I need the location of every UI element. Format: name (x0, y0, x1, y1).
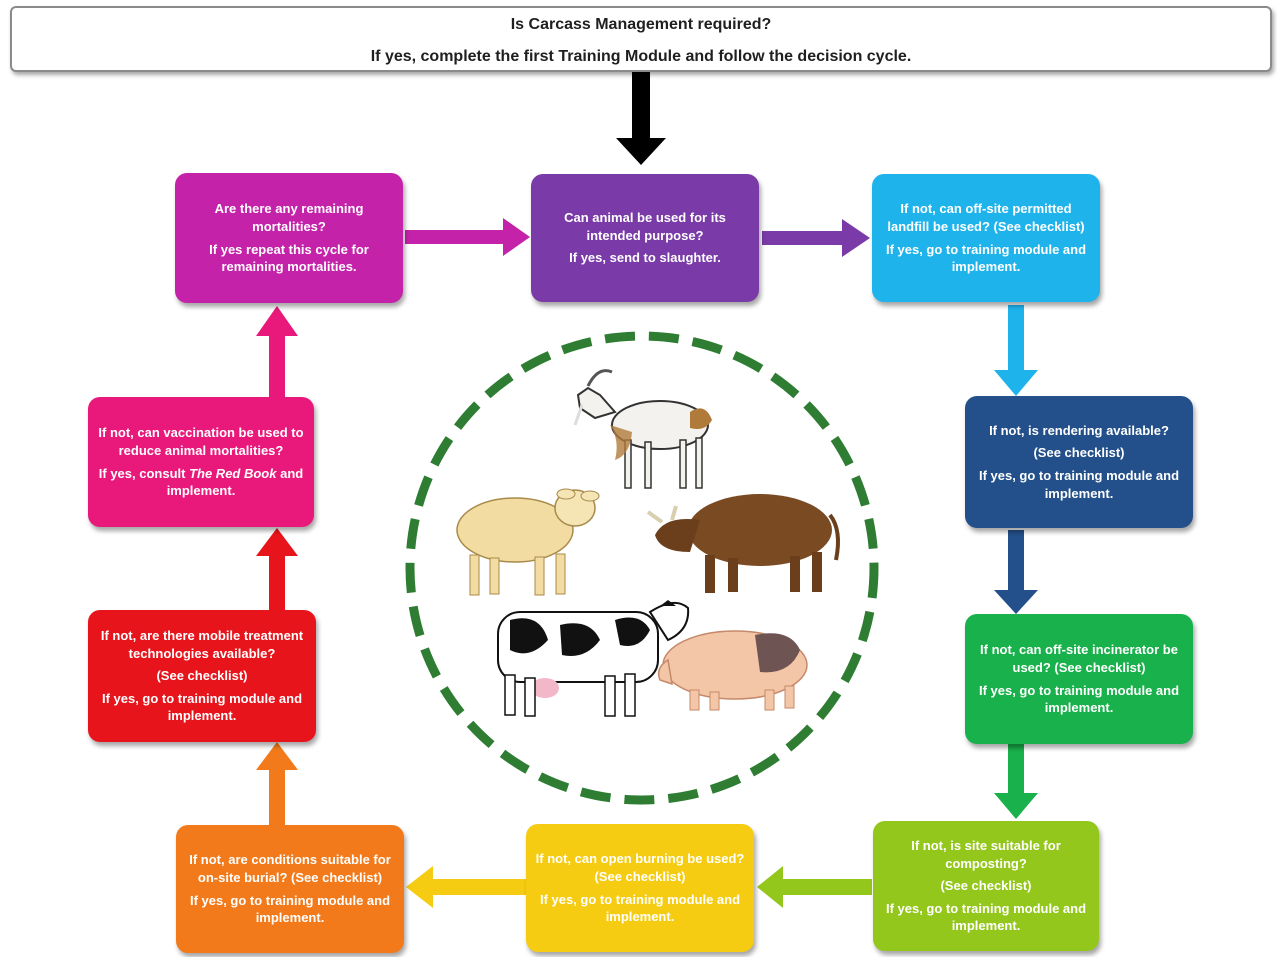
arrow-landfill-to-rendering (994, 305, 1038, 396)
arrow-incinerator-to-composting (994, 744, 1038, 819)
step-composting-answer: If yes, go to training module and implem… (885, 900, 1087, 934)
step-remaining-question: Are there any remaining mortalities? (214, 201, 364, 234)
header-banner: Is Carcass Management required? If yes, … (10, 6, 1272, 72)
step-remaining-answer: If yes repeat this cycle for remaining m… (209, 241, 369, 275)
cow-illustration (497, 600, 690, 717)
step-open-burning: If not, can open burning be used? (See c… (526, 824, 754, 952)
arrow-vaccination-to-remaining (256, 306, 298, 397)
step-rendering-question: If not, is rendering available? (989, 422, 1169, 438)
step-mobile-treatment-question: If not, are there mobile treatment techn… (100, 628, 304, 661)
red-book-title: The Red Book (189, 465, 277, 481)
step-burial-answer: If yes, go to training module and implem… (189, 892, 391, 926)
arrow-mobile-to-vaccination (256, 528, 298, 610)
step-composting-question: If not, is site suitable for composting? (911, 838, 1061, 871)
step-composting-checklist: (See checklist) (940, 878, 1032, 894)
step-composting: If not, is site suitable for composting?… (873, 821, 1099, 951)
step-incinerator: If not, can off-site incinerator be used… (965, 614, 1193, 744)
step-mobile-treatment-checklist: (See checklist) (156, 668, 248, 684)
step-burial-question: If not, are conditions suitable for on-s… (189, 852, 391, 885)
step-rendering-checklist: (See checklist) (1033, 445, 1125, 461)
bull-illustration (646, 494, 840, 593)
arrow-header-down (616, 72, 666, 165)
step-vaccination-answer: If yes, consult The Red Book and impleme… (96, 465, 306, 500)
arrow-purpose-to-landfill (762, 219, 870, 257)
step-intended-purpose-question: Can animal be used for its intended purp… (564, 210, 726, 243)
goat-illustration (573, 369, 712, 489)
step-intended-purpose-answer: If yes, send to slaughter. (569, 250, 721, 266)
step-vaccination-answer-prefix: If yes, consult (98, 465, 190, 481)
step-rendering: If not, is rendering available? (See che… (965, 396, 1193, 528)
step-incinerator-answer: If yes, go to training module and implem… (978, 682, 1180, 716)
step-landfill-answer: If yes, go to training module and implem… (885, 241, 1087, 275)
step-remaining-mortalities: Are there any remaining mortalities? If … (175, 173, 403, 303)
arrow-remaining-to-purpose (405, 218, 530, 256)
center-ring (405, 331, 879, 805)
step-vaccination-answer-suffix: and implement. (166, 465, 304, 499)
arrow-burning-to-burial (406, 866, 526, 908)
step-mobile-treatment-answer: If yes, go to training module and implem… (101, 690, 303, 724)
arrow-burial-to-mobile (256, 742, 298, 826)
step-incinerator-question: If not, can off-site incinerator be used… (980, 642, 1178, 675)
step-vaccination: If not, can vaccination be used to reduc… (88, 397, 314, 527)
step-landfill-question: If not, can off-site permitted landfill … (887, 201, 1085, 234)
step-landfill: If not, can off-site permitted landfill … (872, 174, 1100, 302)
step-rendering-answer: If yes, go to training module and implem… (978, 468, 1180, 501)
arrow-rendering-to-incinerator (994, 530, 1038, 614)
step-mobile-treatment: If not, are there mobile treatment techn… (88, 610, 316, 742)
step-intended-purpose: Can animal be used for its intended purp… (531, 174, 759, 302)
header-question: Is Carcass Management required? (510, 16, 772, 33)
step-vaccination-question: If not, can vaccination be used to reduc… (98, 425, 304, 458)
sheep-illustration (456, 488, 600, 596)
step-open-burning-question: If not, can open burning be used? (See c… (535, 851, 745, 884)
header-instruction: If yes, complete the first Training Modu… (370, 48, 912, 65)
pig-illustration (657, 630, 808, 711)
step-burial: If not, are conditions suitable for on-s… (176, 825, 404, 953)
step-open-burning-answer: If yes, go to training module and implem… (539, 891, 741, 925)
arrow-composting-to-burning (757, 866, 872, 908)
